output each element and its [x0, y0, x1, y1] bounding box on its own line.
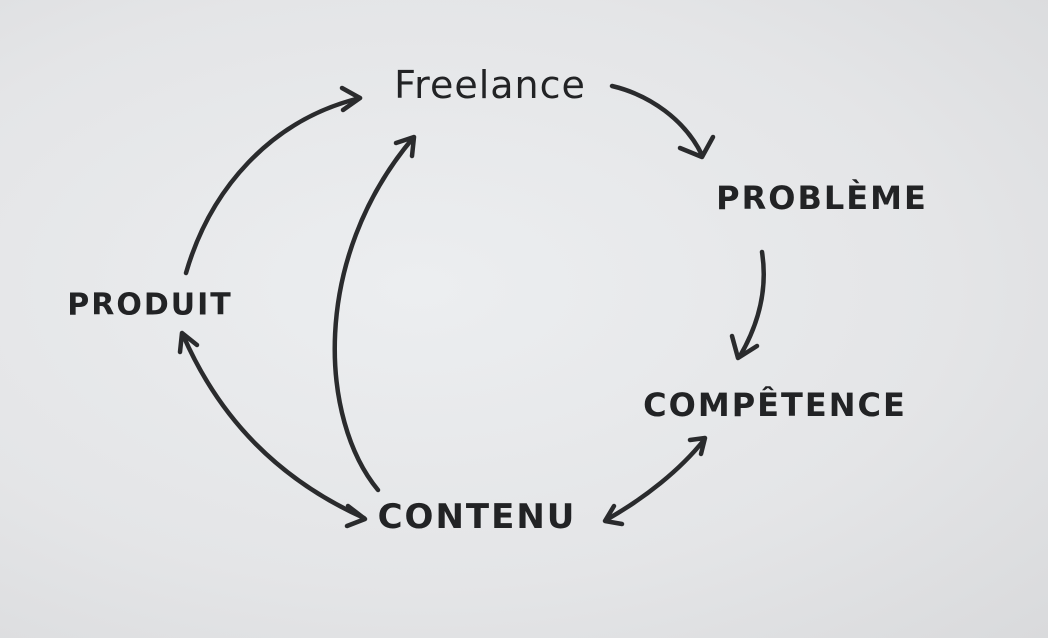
node-contenu: CONTENU	[377, 497, 577, 537]
node-competence: COMPÊTENCE	[643, 386, 907, 424]
arrow-freelance-to-probleme	[609, 83, 716, 160]
arrow-probleme-to-competence	[729, 249, 766, 361]
arrow-produit-to-freelance	[183, 85, 363, 276]
node-produit: PRODUIT	[67, 287, 233, 323]
arrow-contenu-to-freelance	[332, 134, 417, 493]
arrow-contenu-produit	[177, 330, 368, 529]
arrow-competence-contenu	[602, 435, 708, 527]
node-probleme: PROBLÈME	[716, 179, 928, 217]
node-freelance: Freelance	[394, 63, 586, 107]
